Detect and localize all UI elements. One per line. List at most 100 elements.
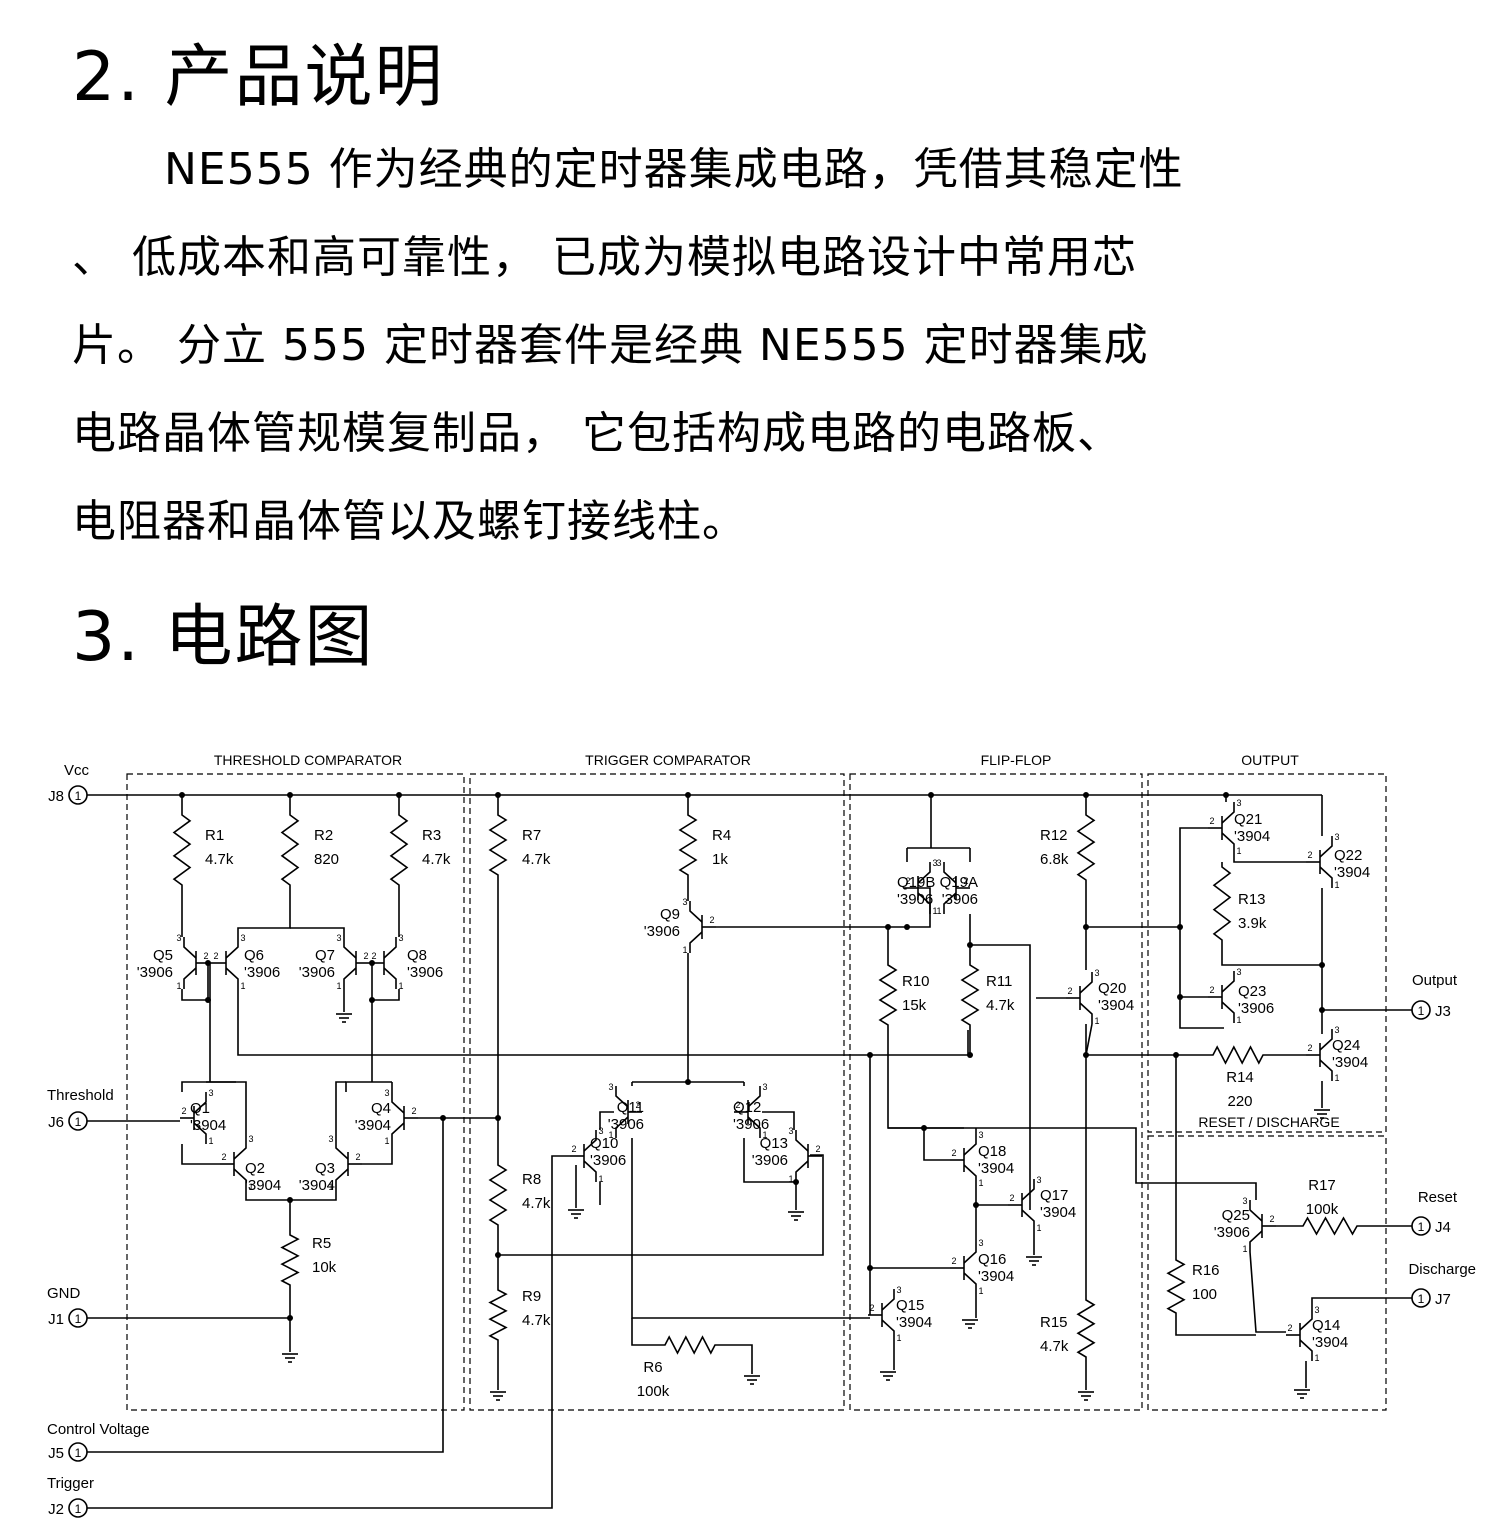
pin-number: 1 — [1334, 1073, 1339, 1083]
transistor-ref: Q23 — [1238, 983, 1266, 1000]
resistor-ref: R11 — [986, 973, 1012, 990]
pin-number: 1 — [1094, 1016, 1099, 1026]
transistor-ref: Q2 — [245, 1160, 265, 1177]
resistor-value: 4.7k — [522, 1195, 551, 1212]
pin-number: 1 — [598, 1174, 603, 1184]
transistor-part: '3906 — [1214, 1224, 1250, 1241]
resistor-r11: R11 4.7k — [960, 960, 1015, 1030]
pin-number: 2 — [363, 951, 368, 961]
pin-number: 3 — [608, 1082, 613, 1092]
pin-number: 2 — [905, 876, 910, 886]
transistor-part: '3904 — [1040, 1204, 1076, 1221]
resistor-value: 3.9k — [1238, 915, 1267, 932]
transistor-ref: Q24 — [1332, 1037, 1360, 1054]
pin-number: 2 — [635, 1100, 640, 1110]
pin-number: 2 — [735, 1100, 740, 1110]
transistor-part: '3904 — [896, 1314, 932, 1331]
terminal-id: J6 — [48, 1114, 64, 1131]
pin-number: 1 — [1036, 1223, 1041, 1233]
pin-number: 3 — [1314, 1305, 1319, 1315]
pin-number: 2 — [951, 1256, 956, 1266]
resistor-value: 4.7k — [205, 851, 234, 868]
pin-number: 3 — [978, 1238, 983, 1248]
transistor-ref: Q14 — [1312, 1317, 1340, 1334]
pin-number: 3 — [328, 1134, 333, 1144]
ground-icon — [1314, 1109, 1330, 1119]
pin-number: 2 — [181, 1106, 186, 1116]
ground-icon — [962, 1319, 978, 1329]
block-title: THRESHOLD COMPARATOR — [214, 752, 402, 768]
pin-number: 1 — [682, 945, 687, 955]
pin-number: 1 — [1334, 880, 1339, 890]
pin-number: 1 — [176, 981, 181, 991]
pin-number: 1 — [1242, 1244, 1247, 1254]
ground-icon — [880, 1371, 896, 1381]
pin-number: 1 — [1236, 846, 1241, 856]
resistor-ref: R3 — [422, 827, 441, 844]
pin-number: 1 — [384, 1136, 389, 1146]
transistor-ref: Q16 — [978, 1251, 1006, 1268]
pin-number: 2 — [815, 1144, 820, 1154]
resistor-ref: R2 — [314, 827, 333, 844]
transistor-part: '3906 — [608, 1116, 644, 1133]
resistor-value: 4.7k — [986, 997, 1015, 1014]
pin-number: 3 — [240, 933, 245, 943]
resistor-ref: R7 — [522, 827, 541, 844]
transistor-ref: Q15 — [896, 1297, 924, 1314]
resistor-ref: R16 — [1192, 1262, 1220, 1279]
terminal-label: Discharge — [1408, 1261, 1476, 1278]
resistor-ref: R4 — [712, 827, 731, 844]
pin-number: 3 — [932, 858, 937, 868]
terminal-id: J2 — [48, 1501, 64, 1518]
transistor-ref: Q5 — [153, 947, 173, 964]
pin-number: 2 — [221, 1152, 226, 1162]
transistor-ref: Q1 — [190, 1100, 210, 1117]
wires — [87, 792, 1412, 1509]
terminal-label: Control Voltage — [47, 1421, 150, 1438]
resistor-value: 15k — [902, 997, 927, 1014]
pin-number: 2 — [411, 1106, 416, 1116]
block-outline — [1147, 1135, 1387, 1411]
pin-number: 1 — [1314, 1353, 1319, 1363]
block-outline — [126, 773, 465, 1411]
components: 1J8VccR14.7kR2820R34.7k231Q5'3906231Q6'3… — [47, 762, 1476, 1518]
pin-number: 3 — [384, 1088, 389, 1098]
terminal-id: J7 — [1435, 1291, 1451, 1308]
ground-icon — [568, 1209, 584, 1219]
resistor-r13: R13 3.9k — [1212, 862, 1267, 945]
description-line-2: 、 低成本和高可靠性， 已成为模拟电路设计中常用芯 — [72, 232, 1137, 283]
transistor-ref: Q6 — [244, 947, 264, 964]
pin-number: 3 — [1236, 798, 1241, 808]
pin-number: 3 — [1094, 968, 1099, 978]
pin-number: 3 — [1242, 1196, 1247, 1206]
resistor-value: 220 — [1227, 1093, 1252, 1110]
pin-number: 1 — [762, 1130, 767, 1140]
pin-number: 3 — [936, 858, 941, 868]
terminal-id: J1 — [48, 1311, 64, 1328]
section-3-heading: 3. 电路图 — [72, 598, 375, 677]
resistor-value: 10k — [312, 1259, 337, 1276]
pin-number: 1 — [932, 906, 937, 916]
description-line-3: 片。 分立 555 定时器套件是经典 NE555 定时器集成 — [72, 320, 1149, 371]
resistor-ref: R13 — [1238, 891, 1266, 908]
block-title: RESET / DISCHARGE — [1198, 1114, 1339, 1130]
pin-number: 1 — [936, 906, 941, 916]
pin-number: 2 — [1009, 1193, 1014, 1203]
pin-number: 3 — [682, 897, 687, 907]
terminal-pin: 1 — [75, 789, 82, 803]
